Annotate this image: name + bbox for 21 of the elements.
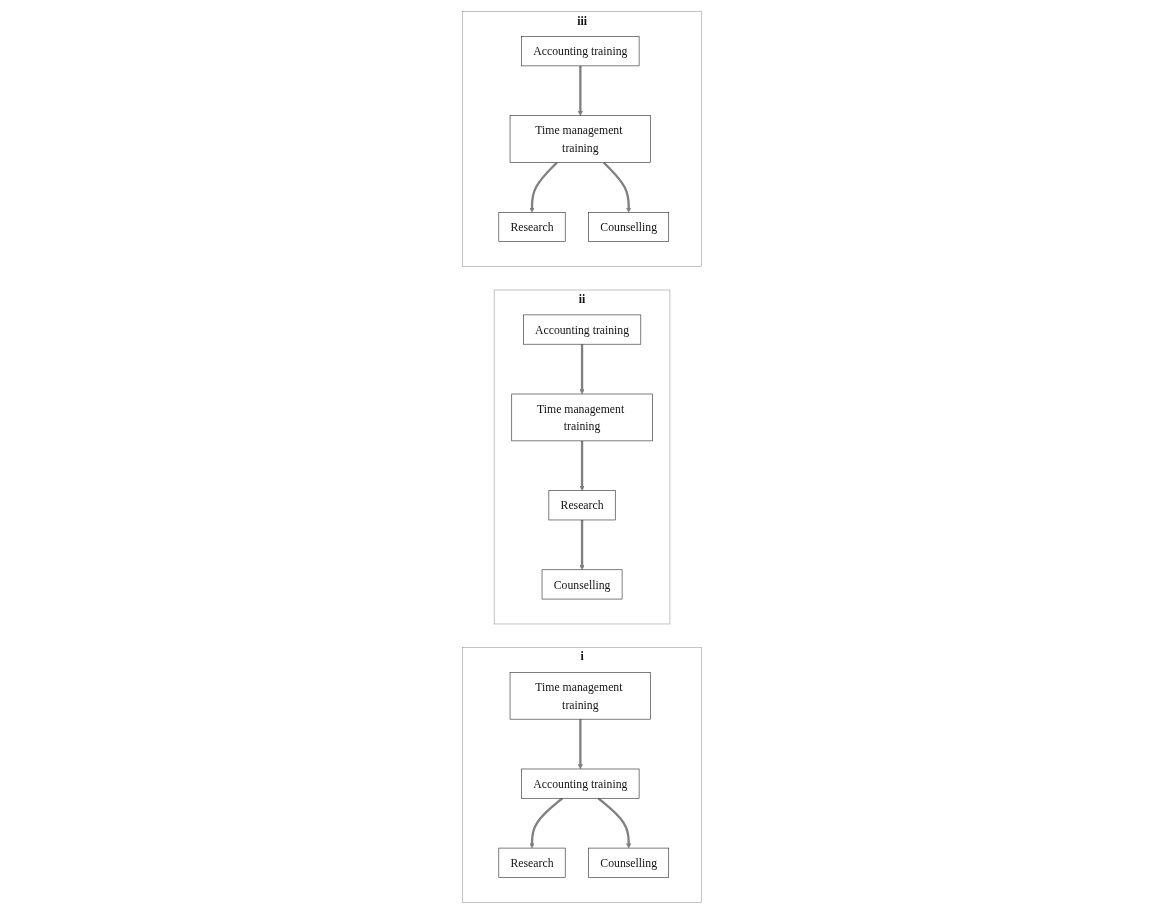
node-box: Research bbox=[498, 212, 566, 242]
node-box: Research bbox=[498, 847, 566, 878]
node-box: Time management training bbox=[510, 115, 652, 163]
arrow bbox=[579, 344, 586, 395]
node-box: Accounting training bbox=[523, 314, 642, 345]
node-box: Time management training bbox=[510, 672, 652, 720]
arrow bbox=[579, 520, 586, 570]
node-box: Accounting training bbox=[521, 768, 640, 799]
arrow bbox=[603, 161, 632, 213]
node-box: Counselling bbox=[588, 212, 670, 242]
arrow bbox=[597, 797, 632, 849]
node-box: Counselling bbox=[542, 569, 623, 600]
arrow bbox=[529, 797, 564, 849]
arrow bbox=[579, 440, 586, 491]
node-box: Accounting training bbox=[521, 36, 640, 67]
arrow bbox=[529, 161, 559, 213]
node-box: Research bbox=[549, 490, 616, 521]
arrow bbox=[578, 719, 584, 770]
node-box: Time management training bbox=[511, 393, 654, 442]
arrow bbox=[578, 65, 584, 116]
node-box: Counselling bbox=[588, 847, 670, 878]
